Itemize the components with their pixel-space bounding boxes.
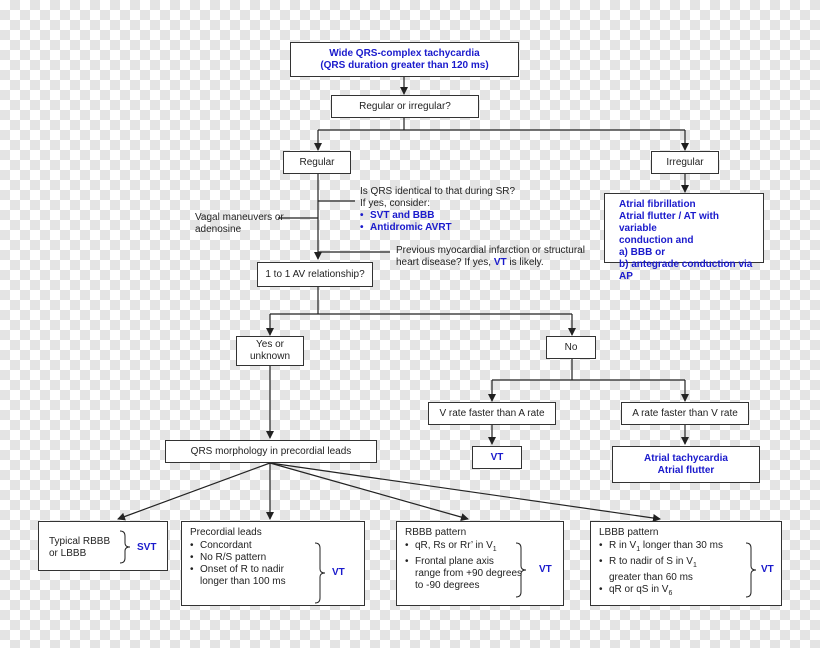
- typical-line-1: Typical RBBB: [49, 536, 111, 547]
- irregular-result-line-3: conduction and: [619, 235, 694, 246]
- lbbb-vt: VT: [761, 564, 774, 575]
- yes-unknown-line-1: Yes or: [256, 339, 284, 350]
- precordial-item: Concordant: [190, 540, 286, 552]
- v-faster-label: V rate faster than A rate: [439, 407, 545, 419]
- lbbb-item-1: R in V: [609, 540, 637, 551]
- arrow-to-typical: [117, 462, 271, 521]
- precordial-item: No R/S pattern: [190, 552, 286, 564]
- precordial-item-3-cont: longer than 100 ms: [200, 576, 286, 587]
- vagal-line-1: Vagal maneuvers or: [195, 212, 284, 223]
- rbbb-vt: VT: [539, 564, 552, 575]
- precordial-item-3: Onset of R to nadir: [200, 564, 284, 575]
- identical-sr-options: SVT and BBB Antidromic AVRT: [360, 210, 540, 234]
- irregular-result-line-4: a) BBB or: [619, 247, 666, 258]
- precordial-brace: [314, 542, 326, 604]
- lbbb-brace: [745, 542, 757, 598]
- vagal-line-2: adenosine: [195, 224, 242, 235]
- lbbb-item-1-suffix: longer than 30 ms: [640, 540, 723, 551]
- lbbb-item: R in V1 longer than 30 ms: [599, 540, 723, 556]
- identical-sr-option: Antidromic AVRT: [360, 222, 540, 234]
- irregular-box: Irregular: [651, 151, 719, 174]
- regular-box: Regular: [283, 151, 351, 174]
- previous-mi-note: Previous myocardial infarction or struct…: [396, 245, 616, 269]
- rbbb-brace: [515, 542, 527, 598]
- v-faster-box: V rate faster than A rate: [428, 402, 556, 425]
- lbbb-item: R to nadir of S in V1 greater than 60 ms: [599, 556, 723, 584]
- identical-sr-consider: If yes, consider:: [360, 198, 431, 209]
- rbbb-item-1: qR, Rs or Rr’ in V: [415, 540, 493, 551]
- identical-sr-option: SVT and BBB: [360, 210, 540, 222]
- precordial-vt: VT: [332, 567, 345, 578]
- previous-mi-line-1: Previous myocardial infarction or struct…: [396, 245, 585, 256]
- rbbb-item-1-sub: 1: [492, 546, 497, 553]
- irregular-result-line-5: b) antegrade conduction via AP: [619, 259, 753, 282]
- irregular-result-line-1: Atrial fibrillation: [619, 199, 696, 210]
- vagal-note: Vagal maneuvers or adenosine: [195, 212, 295, 236]
- vt-result-label: VT: [490, 451, 504, 463]
- a-faster-box: A rate faster than V rate: [621, 402, 749, 425]
- title-line-2: (QRS duration greater than 120 ms): [320, 59, 489, 71]
- precordial-box: Precordial leads Concordant No R/S patte…: [181, 521, 365, 606]
- av-relationship-box: 1 to 1 AV relationship?: [257, 262, 373, 287]
- rbbb-box: RBBB pattern qR, Rs or Rr’ in V1 Frontal…: [396, 521, 564, 606]
- typical-brace: [119, 530, 131, 564]
- typical-box: Typical RBBB or LBBB SVT: [38, 521, 168, 571]
- a-faster-label: A rate faster than V rate: [632, 407, 738, 419]
- rbbb-item: qR, Rs or Rr’ in V1: [405, 540, 522, 556]
- previous-mi-line-2: heart disease? If yes, VT is likely.: [396, 257, 616, 269]
- av-relationship-label: 1 to 1 AV relationship?: [265, 268, 365, 280]
- regularity-question-box: Regular or irregular?: [331, 95, 479, 118]
- identical-sr-question: Is QRS identical to that during SR?: [360, 186, 516, 197]
- typical-line-2: or LBBB: [49, 548, 87, 559]
- yes-unknown-line-2: unknown: [249, 351, 291, 362]
- rbbb-heading: RBBB pattern: [405, 527, 467, 538]
- previous-mi-prefix: heart disease? If yes,: [396, 257, 494, 268]
- lbbb-item-2-sub: 1: [692, 562, 697, 569]
- vt-result-box: VT: [472, 446, 522, 469]
- rbbb-item-2-l1: Frontal plane axis: [415, 556, 494, 567]
- lbbb-heading: LBBB pattern: [599, 527, 659, 538]
- rbbb-criteria: qR, Rs or Rr’ in V1 Frontal plane axisra…: [405, 540, 522, 592]
- previous-mi-suffix: is likely.: [506, 257, 544, 268]
- typical-svt: SVT: [137, 542, 157, 553]
- precordial-heading: Precordial leads: [190, 527, 262, 538]
- precordial-criteria: Concordant No R/S pattern Onset of R to …: [190, 540, 286, 588]
- rbbb-item-2-l3: to -90 degrees: [415, 580, 480, 591]
- no-box: No: [546, 336, 596, 359]
- irregular-label: Irregular: [666, 156, 704, 168]
- arrow-to-lbbb: [269, 462, 661, 522]
- rbbb-item-2-l2: range from +90 degrees: [415, 568, 523, 579]
- qrs-morphology-box: QRS morphology in precordial leads: [165, 440, 377, 463]
- lbbb-item: qR or qS in V6: [599, 584, 723, 600]
- arrow-to-rbbb: [269, 462, 469, 521]
- lbbb-criteria: R in V1 longer than 30 ms R to nadir of …: [599, 540, 723, 600]
- irregular-result-line-2: Atrial flutter / AT with variable: [619, 211, 719, 234]
- atrial-result-line-1: Atrial tachycardia: [644, 452, 728, 464]
- lbbb-item-3: qR or qS in V: [609, 584, 669, 595]
- title-box: Wide QRS-complex tachycardia (QRS durati…: [290, 42, 519, 77]
- lbbb-item-1-sub: 1: [636, 546, 641, 553]
- regular-label: Regular: [299, 156, 335, 168]
- lbbb-item-2-cont: greater than 60 ms: [609, 572, 693, 583]
- regularity-question: Regular or irregular?: [359, 100, 451, 112]
- previous-mi-vt: VT: [493, 257, 507, 268]
- lbbb-item-3-sub: 6: [668, 590, 673, 597]
- lbbb-item-2: R to nadir of S in V: [609, 556, 693, 567]
- atrial-result-box: Atrial tachycardia Atrial flutter: [612, 446, 760, 483]
- lbbb-box: LBBB pattern R in V1 longer than 30 ms R…: [590, 521, 782, 606]
- qrs-morphology-label: QRS morphology in precordial leads: [190, 445, 352, 457]
- identical-sr-note: Is QRS identical to that during SR? If y…: [360, 186, 540, 234]
- atrial-result-line-2: Atrial flutter: [657, 464, 715, 476]
- irregular-result-box: Atrial fibrillation Atrial flutter / AT …: [604, 193, 764, 282]
- yes-unknown-box: Yes or unknown: [236, 336, 304, 366]
- no-label: No: [564, 341, 578, 353]
- title-line-1: Wide QRS-complex tachycardia: [329, 47, 480, 59]
